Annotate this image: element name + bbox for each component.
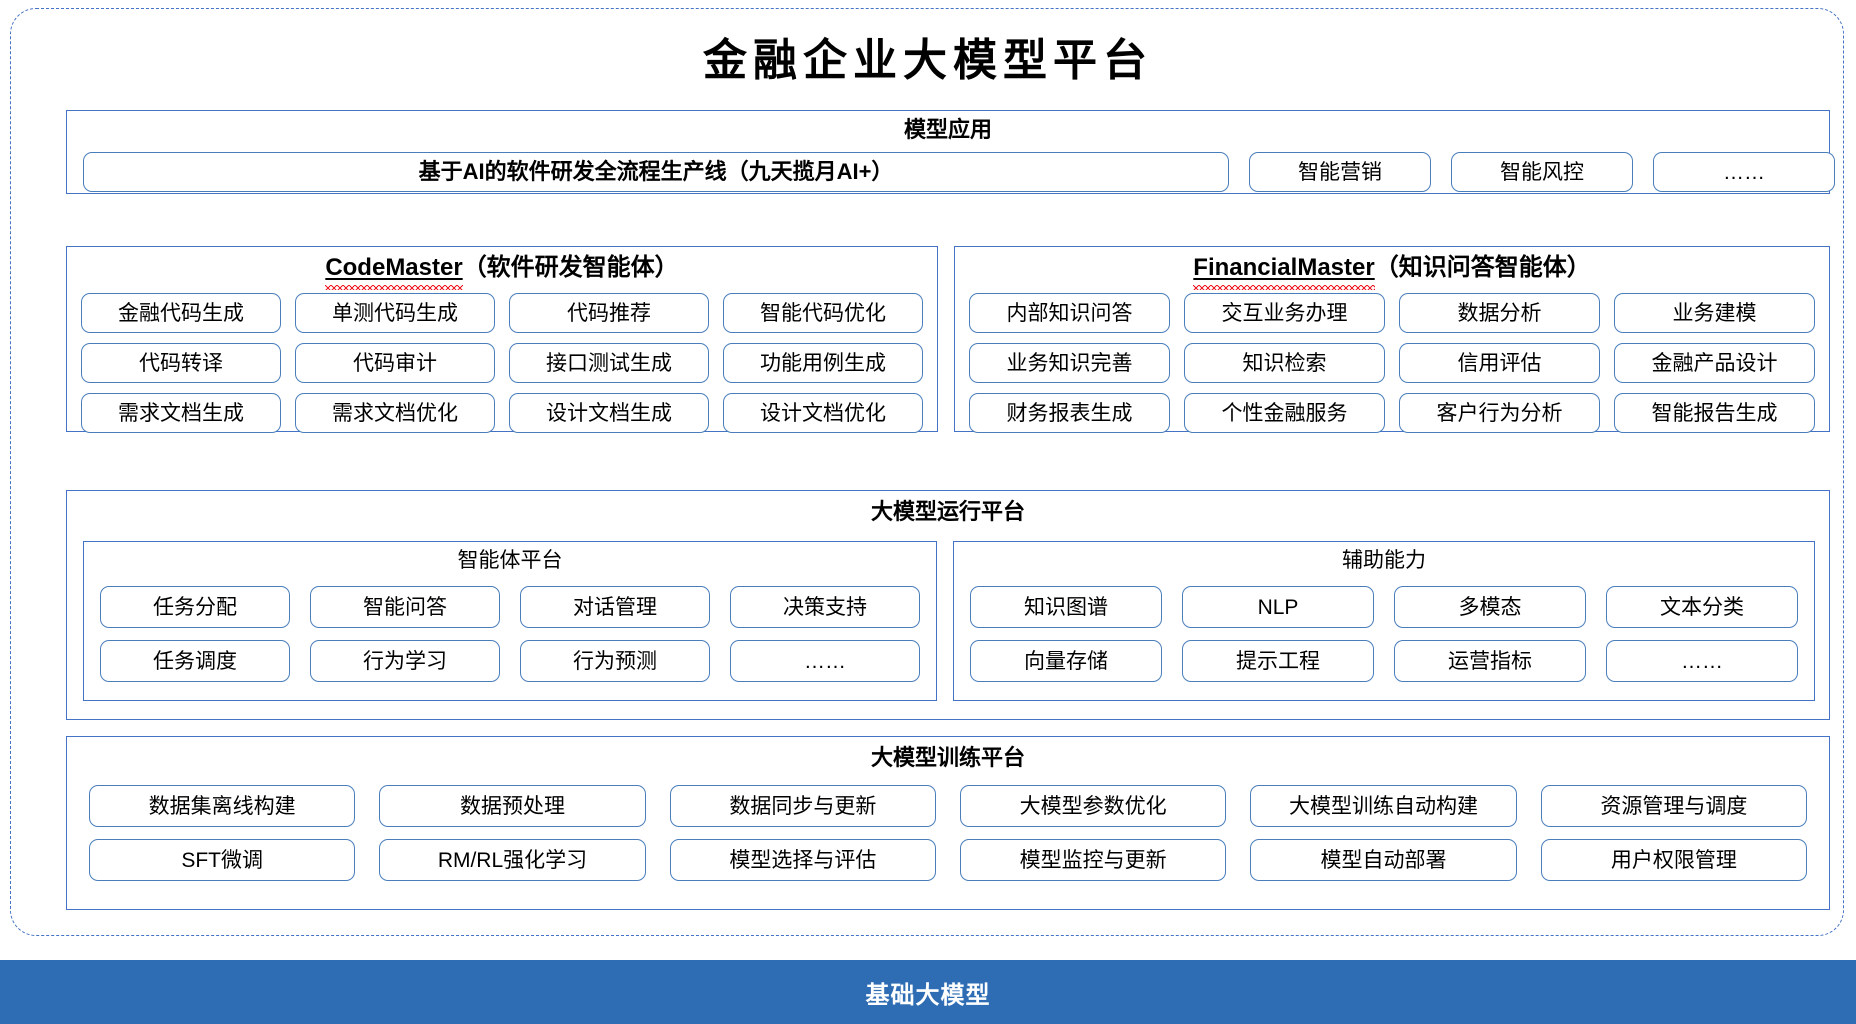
- chip-code-11[interactable]: 设计文档优化: [723, 393, 923, 433]
- section-title-code-master: CodeMaster（软件研发智能体）: [67, 254, 937, 290]
- foundation-model-label: 基础大模型: [865, 981, 991, 1009]
- chip-fin-0[interactable]: 内部知识问答: [969, 293, 1170, 333]
- chip-fin-7[interactable]: 金融产品设计: [1614, 343, 1815, 383]
- app-item-smart-risk-control[interactable]: 智能风控: [1451, 152, 1633, 192]
- chip-train-8[interactable]: 模型选择与评估: [669, 839, 936, 881]
- chip-agentplat-6[interactable]: 行为预测: [520, 640, 710, 682]
- chip-aux-2[interactable]: 多模态: [1394, 586, 1586, 628]
- chip-train-10[interactable]: 模型自动部署: [1250, 839, 1517, 881]
- code-master-name: CodeMaster: [325, 254, 464, 290]
- chip-train-11[interactable]: 用户权限管理: [1540, 839, 1807, 881]
- chip-train-7[interactable]: RM/RL强化学习: [379, 839, 646, 881]
- section-title-runtime-platform: 大模型运行平台: [870, 499, 1025, 524]
- section-title-model-application: 模型应用: [903, 117, 992, 142]
- chip-train-5[interactable]: 资源管理与调度: [1540, 785, 1807, 827]
- chip-code-8[interactable]: 需求文档生成: [81, 393, 281, 433]
- training-platform-capability-grid: 数据集离线构建 数据预处理 数据同步与更新 大模型参数优化 大模型训练自动构建 …: [89, 785, 1807, 881]
- chip-code-3[interactable]: 智能代码优化: [723, 293, 923, 333]
- section-training-platform: 大模型训练平台 数据集离线构建 数据预处理 数据同步与更新 大模型参数优化 大模…: [66, 736, 1830, 910]
- chip-fin-1[interactable]: 交互业务办理: [1184, 293, 1385, 333]
- auxiliary-capability-grid: 知识图谱 NLP 多模态 文本分类 向量存储 提示工程 运营指标 ……: [970, 586, 1798, 682]
- code-master-suffix: （软件研发智能体）: [462, 254, 679, 281]
- chip-aux-3[interactable]: 文本分类: [1606, 586, 1798, 628]
- chip-train-6[interactable]: SFT微调: [89, 839, 356, 881]
- chip-agentplat-4[interactable]: 任务调度: [100, 640, 290, 682]
- section-runtime-platform: 大模型运行平台 智能体平台 任务分配 智能问答 对话管理 决策支持 任务调度 行…: [66, 490, 1830, 720]
- chip-aux-5[interactable]: 提示工程: [1182, 640, 1374, 682]
- chip-code-7[interactable]: 功能用例生成: [723, 343, 923, 383]
- chip-fin-2[interactable]: 数据分析: [1399, 293, 1600, 333]
- financial-master-capability-grid: 内部知识问答 交互业务办理 数据分析 业务建模 业务知识完善 知识检索 信用评估…: [969, 293, 1815, 433]
- chip-fin-9[interactable]: 个性金融服务: [1184, 393, 1385, 433]
- chip-aux-0[interactable]: 知识图谱: [970, 586, 1162, 628]
- chip-fin-10[interactable]: 客户行为分析: [1399, 393, 1600, 433]
- chip-agentplat-7[interactable]: ……: [730, 640, 920, 682]
- chip-train-3[interactable]: 大模型参数优化: [960, 785, 1227, 827]
- foundation-model-bar: 基础大模型: [0, 960, 1856, 1024]
- chip-train-1[interactable]: 数据预处理: [379, 785, 646, 827]
- section-title-financial-master: FinancialMaster（知识问答智能体）: [955, 254, 1829, 290]
- chip-code-10[interactable]: 设计文档生成: [509, 393, 709, 433]
- chip-agentplat-5[interactable]: 行为学习: [310, 640, 500, 682]
- chip-code-9[interactable]: 需求文档优化: [295, 393, 495, 433]
- app-item-ai-pipeline[interactable]: 基于AI的软件研发全流程生产线（九天揽月AI+）: [83, 152, 1229, 192]
- chip-train-9[interactable]: 模型监控与更新: [960, 839, 1227, 881]
- code-master-capability-grid: 金融代码生成 单测代码生成 代码推荐 智能代码优化 代码转译 代码审计 接口测试…: [81, 293, 923, 433]
- chip-code-2[interactable]: 代码推荐: [509, 293, 709, 333]
- chip-train-2[interactable]: 数据同步与更新: [669, 785, 936, 827]
- app-item-more[interactable]: ……: [1653, 152, 1835, 192]
- page-title: 金融企业大模型平台: [703, 36, 1153, 85]
- chip-aux-1[interactable]: NLP: [1182, 586, 1374, 628]
- subsection-auxiliary-capability: 辅助能力 知识图谱 NLP 多模态 文本分类 向量存储 提示工程 运营指标 ……: [953, 541, 1815, 701]
- chip-fin-4[interactable]: 业务知识完善: [969, 343, 1170, 383]
- section-code-master: CodeMaster（软件研发智能体） 金融代码生成 单测代码生成 代码推荐 智…: [66, 246, 938, 433]
- chip-code-1[interactable]: 单测代码生成: [295, 293, 495, 333]
- chip-fin-3[interactable]: 业务建模: [1614, 293, 1815, 333]
- chip-aux-4[interactable]: 向量存储: [970, 640, 1162, 682]
- chip-aux-6[interactable]: 运营指标: [1394, 640, 1586, 682]
- section-title-training-platform: 大模型训练平台: [870, 745, 1025, 770]
- chip-fin-5[interactable]: 知识检索: [1184, 343, 1385, 383]
- financial-master-suffix: （知识问答智能体）: [1374, 254, 1591, 281]
- chip-agentplat-2[interactable]: 对话管理: [520, 586, 710, 628]
- chip-agentplat-1[interactable]: 智能问答: [310, 586, 500, 628]
- diagram-outer-frame: [10, 8, 1844, 936]
- app-item-smart-marketing[interactable]: 智能营销: [1249, 152, 1431, 192]
- chip-code-6[interactable]: 接口测试生成: [509, 343, 709, 383]
- chip-code-4[interactable]: 代码转译: [81, 343, 281, 383]
- chip-fin-11[interactable]: 智能报告生成: [1614, 393, 1815, 433]
- chip-train-0[interactable]: 数据集离线构建: [89, 785, 356, 827]
- agent-platform-capability-grid: 任务分配 智能问答 对话管理 决策支持 任务调度 行为学习 行为预测 ……: [100, 586, 920, 682]
- chip-code-0[interactable]: 金融代码生成: [81, 293, 281, 333]
- section-financial-master: FinancialMaster（知识问答智能体） 内部知识问答 交互业务办理 数…: [954, 246, 1830, 433]
- chip-code-5[interactable]: 代码审计: [295, 343, 495, 383]
- chip-train-4[interactable]: 大模型训练自动构建: [1250, 785, 1517, 827]
- model-application-item-row: 基于AI的软件研发全流程生产线（九天揽月AI+） 智能营销 智能风控 ……: [83, 152, 1835, 192]
- chip-fin-8[interactable]: 财务报表生成: [969, 393, 1170, 433]
- chip-agentplat-3[interactable]: 决策支持: [730, 586, 920, 628]
- subsection-title-auxiliary-capability: 辅助能力: [1342, 549, 1426, 572]
- section-model-application: 模型应用 基于AI的软件研发全流程生产线（九天揽月AI+） 智能营销 智能风控 …: [66, 110, 1835, 194]
- chip-agentplat-0[interactable]: 任务分配: [100, 586, 290, 628]
- chip-fin-6[interactable]: 信用评估: [1399, 343, 1600, 383]
- subsection-title-agent-platform: 智能体平台: [457, 549, 563, 572]
- financial-master-name: FinancialMaster: [1193, 254, 1376, 290]
- chip-aux-7[interactable]: ……: [1606, 640, 1798, 682]
- subsection-agent-platform: 智能体平台 任务分配 智能问答 对话管理 决策支持 任务调度 行为学习 行为预测…: [83, 541, 937, 701]
